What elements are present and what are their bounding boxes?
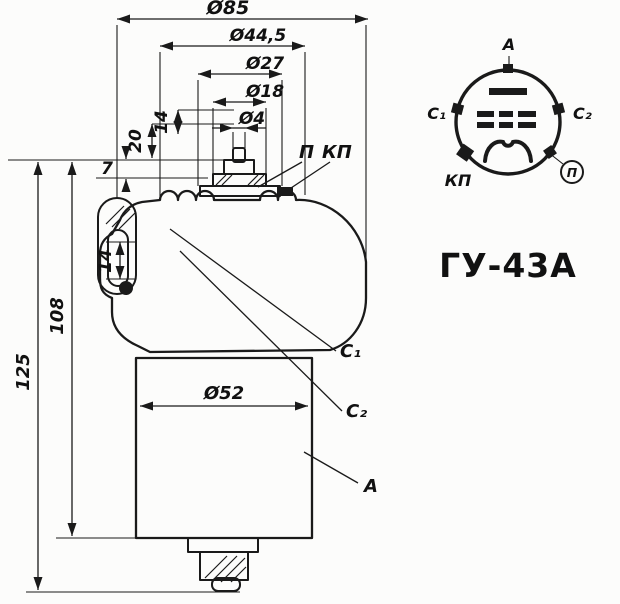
tube-body-outline [97, 147, 368, 592]
cathode-symbol [483, 139, 533, 163]
lead-label-a: А [362, 476, 378, 497]
dim-label-dia4: Ø4 [238, 109, 265, 129]
pin-p-circle [560, 160, 584, 184]
stem-hatch [204, 555, 247, 583]
leader-lines [169, 161, 359, 484]
pin-label-c1: С₁ [427, 104, 446, 123]
dim-label-7: 7 [101, 159, 113, 179]
dim-label-14-top: 14 [152, 110, 172, 134]
pin-label-a: А [501, 35, 515, 54]
lead-label-c1: С₁ [340, 341, 361, 362]
pin-p-line [548, 152, 564, 165]
pin-tab-a [503, 64, 513, 73]
radiator-outline [98, 189, 368, 354]
dimension-lines [33, 14, 368, 590]
dimension-labels: Ø85 Ø44,5 Ø27 Ø18 Ø4 Ø52 125 108 20 14 7… [13, 0, 378, 497]
side-terminal-inner [107, 229, 129, 287]
dim-label-dia18: Ø18 [245, 82, 284, 102]
pin-tab-c1 [450, 102, 465, 116]
dim-label-20: 20 [126, 129, 146, 153]
dim-label-dia44-5: Ø44,5 [229, 26, 286, 46]
side-terminal-tip [119, 281, 133, 295]
pin-label-p: П [567, 165, 578, 180]
anode-symbol [489, 88, 527, 95]
lead-label-kp: КП [322, 142, 352, 163]
stack-upper [223, 159, 255, 175]
dim-label-dia52: Ø52 [203, 383, 244, 404]
dim-label-125: 125 [13, 353, 34, 391]
pin-tab-c2 [551, 102, 566, 116]
pin-label-kp: КП [445, 171, 472, 190]
section-view: Ø85 Ø44,5 Ø27 Ø18 Ø4 Ø52 125 108 20 14 7… [8, 0, 378, 593]
pinout-diagram: А С₂ С₁ КП П ГУ-43А [427, 35, 592, 285]
dim-label-14-side: 14 [96, 249, 116, 273]
tube-model-label: ГУ-43А [439, 246, 577, 285]
capsule-hatch [105, 205, 136, 230]
stem-shoulder [187, 537, 259, 553]
dim-label-dia27: Ø27 [245, 54, 284, 74]
side-terminal-capsule [97, 197, 137, 295]
stack-pin [232, 147, 246, 163]
pin-tab-kp [456, 143, 475, 162]
lead-label-c2: С₂ [346, 401, 367, 422]
grid-symbols [477, 111, 536, 128]
dim-label-dia85: Ø85 [206, 0, 250, 19]
stack-hatch [215, 174, 265, 186]
dim-label-108: 108 [47, 297, 68, 335]
datum-and-extension-lines [8, 25, 367, 593]
stem-tip [211, 577, 241, 592]
pin-tab-p [543, 145, 557, 159]
pin-label-c2: С₂ [573, 104, 592, 123]
stem-body [199, 551, 249, 581]
lead-label-p: П [299, 142, 314, 163]
